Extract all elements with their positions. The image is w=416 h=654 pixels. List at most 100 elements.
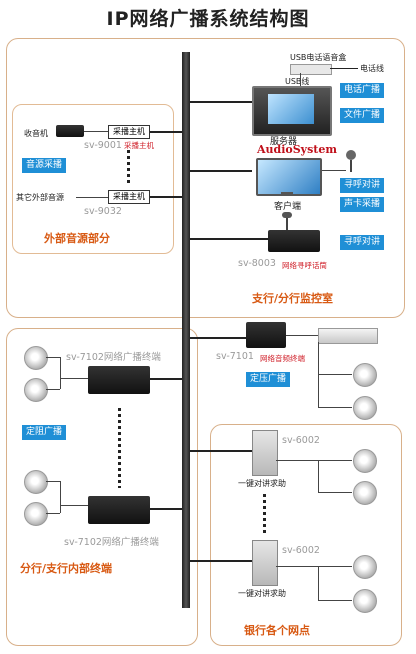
bank-branch-label: 银行各个网点 (244, 624, 310, 637)
page-title: IP网络广播系统结构图 (106, 8, 310, 30)
terminal-2-speaker-link-a (46, 481, 60, 482)
intercom-1-speaker-link-a (318, 460, 352, 461)
tag-file-broadcast: 文件广播 (340, 108, 385, 123)
client-icon (256, 158, 322, 196)
paging-mic-head (282, 212, 292, 218)
link-capture-2 (150, 196, 182, 198)
network-backbone (182, 52, 190, 608)
tag-source-capture: 音源采播 (22, 158, 67, 173)
intercom-1-speaker-link-b (318, 492, 352, 493)
tag-paging-intercom-1: 寻呼对讲 (340, 178, 385, 193)
intercom-panel-icon (252, 430, 278, 476)
amp-speaker-link-2 (318, 407, 352, 408)
speaker-icon (353, 589, 377, 613)
speaker-icon (353, 396, 377, 420)
tag-constant-voltage: 定压广播 (246, 372, 291, 387)
speaker-icon (24, 470, 48, 494)
paging-mic-label: 网络寻呼话筒 (282, 261, 327, 270)
paging-mic-icon (268, 230, 320, 252)
link-paging-mic (190, 238, 268, 240)
amp-speaker-link-1 (318, 374, 352, 375)
paging-mic-model: sv-8003 (238, 258, 276, 269)
monitoring-room-panel (6, 38, 405, 318)
link-audio-terminal (190, 337, 246, 339)
terminal-2-speaker-link-b (46, 513, 60, 514)
usb-phone-box (290, 64, 332, 75)
external-audio-panel (12, 104, 174, 254)
speaker-icon (353, 481, 377, 505)
tag-soundcard-capture: 声卡采播 (340, 197, 385, 212)
capture-host-1-sub: 采播主机 (124, 141, 154, 150)
terminal-2-speaker-trunk (60, 481, 61, 513)
link-intercom-1 (190, 450, 252, 452)
client-stand (281, 192, 293, 196)
tag-constant-resistance: 定阻广播 (22, 425, 67, 440)
bank-branch-panel (210, 424, 402, 646)
terminal-1-speaker-link-b (46, 389, 60, 390)
capture-host-2-model: sv-9032 (84, 206, 122, 217)
speaker-icon (353, 363, 377, 387)
intercom-1-label: 一键对讲求助 (238, 479, 286, 488)
network-terminal-icon (88, 496, 150, 524)
audio-terminal-icon (246, 322, 286, 348)
capture-host-1: 采播主机 (108, 125, 150, 139)
tag-paging-intercom-2: 寻呼对讲 (340, 235, 385, 250)
server-icon (252, 86, 332, 136)
phone-line-label: 电话线 (360, 64, 384, 73)
speaker-icon (353, 555, 377, 579)
usb-label: USB线 (285, 77, 310, 86)
amp-speaker-trunk (318, 342, 319, 408)
capture-dotted-link (127, 150, 130, 186)
link-server (190, 101, 252, 103)
speaker-icon (24, 378, 48, 402)
link-capture-1 (150, 131, 182, 133)
terminal-1-speaker-feed (60, 378, 88, 379)
internal-terminal-label: 分行/支行内部终端 (20, 562, 113, 575)
intercom-2-label: 一键对讲求助 (238, 589, 286, 598)
radio-label: 收音机 (24, 129, 48, 138)
radio-link (84, 131, 108, 132)
internal-terminal-panel (6, 328, 198, 646)
other-source-label: 其它外部音源 (16, 193, 64, 202)
amp-link (286, 335, 318, 336)
tag-phone-broadcast: 电话广播 (340, 83, 385, 98)
intercom-1-speaker-trunk (318, 460, 319, 492)
usb-phone-box-label: USB电话语音盒 (290, 53, 347, 62)
intercom-2-model: sv-6002 (282, 545, 320, 556)
intercom-2-speaker-link-b (318, 600, 352, 601)
amplifier-icon (318, 328, 378, 344)
other-source-link (76, 197, 108, 198)
terminal-1-speaker-trunk (60, 357, 61, 389)
microphone-stem (350, 160, 352, 172)
link-intercom-2 (190, 560, 252, 562)
link-client (190, 170, 252, 172)
terminal-2-speaker-feed (60, 505, 88, 506)
client-label: 客户端 (274, 202, 302, 212)
audio-terminal-model: sv-7101 (216, 351, 254, 362)
speaker-icon (24, 502, 48, 526)
terminal-dotted-link (118, 408, 121, 488)
intercom-2-feed (276, 566, 318, 567)
server-name: AudioSystem (257, 143, 337, 156)
microphone-icon (346, 150, 356, 160)
intercom-1-model: sv-6002 (282, 435, 320, 446)
terminal-1-speaker-link-a (46, 357, 60, 358)
monitoring-room-label: 支行/分行监控室 (252, 292, 334, 305)
intercom-2-speaker-link-a (318, 566, 352, 567)
network-terminal-icon (88, 366, 150, 394)
intercom-panel-icon (252, 540, 278, 586)
external-audio-label: 外部音源部分 (44, 232, 110, 245)
terminal-1-model: sv-7102网络广播终端 (66, 352, 161, 363)
intercom-2-speaker-trunk (318, 566, 319, 600)
link-terminal-1 (150, 378, 182, 380)
intercom-1-feed (276, 460, 318, 461)
phone-line-link (330, 68, 358, 69)
capture-host-2: 采播主机 (108, 190, 150, 204)
audio-terminal-label: 网络音频终端 (260, 354, 305, 363)
speaker-icon (24, 346, 48, 370)
link-terminal-2 (150, 508, 182, 510)
radio-icon (56, 125, 84, 137)
paging-mic-stem (286, 216, 288, 232)
server-label: 服务器 (270, 137, 298, 147)
speaker-icon (353, 449, 377, 473)
